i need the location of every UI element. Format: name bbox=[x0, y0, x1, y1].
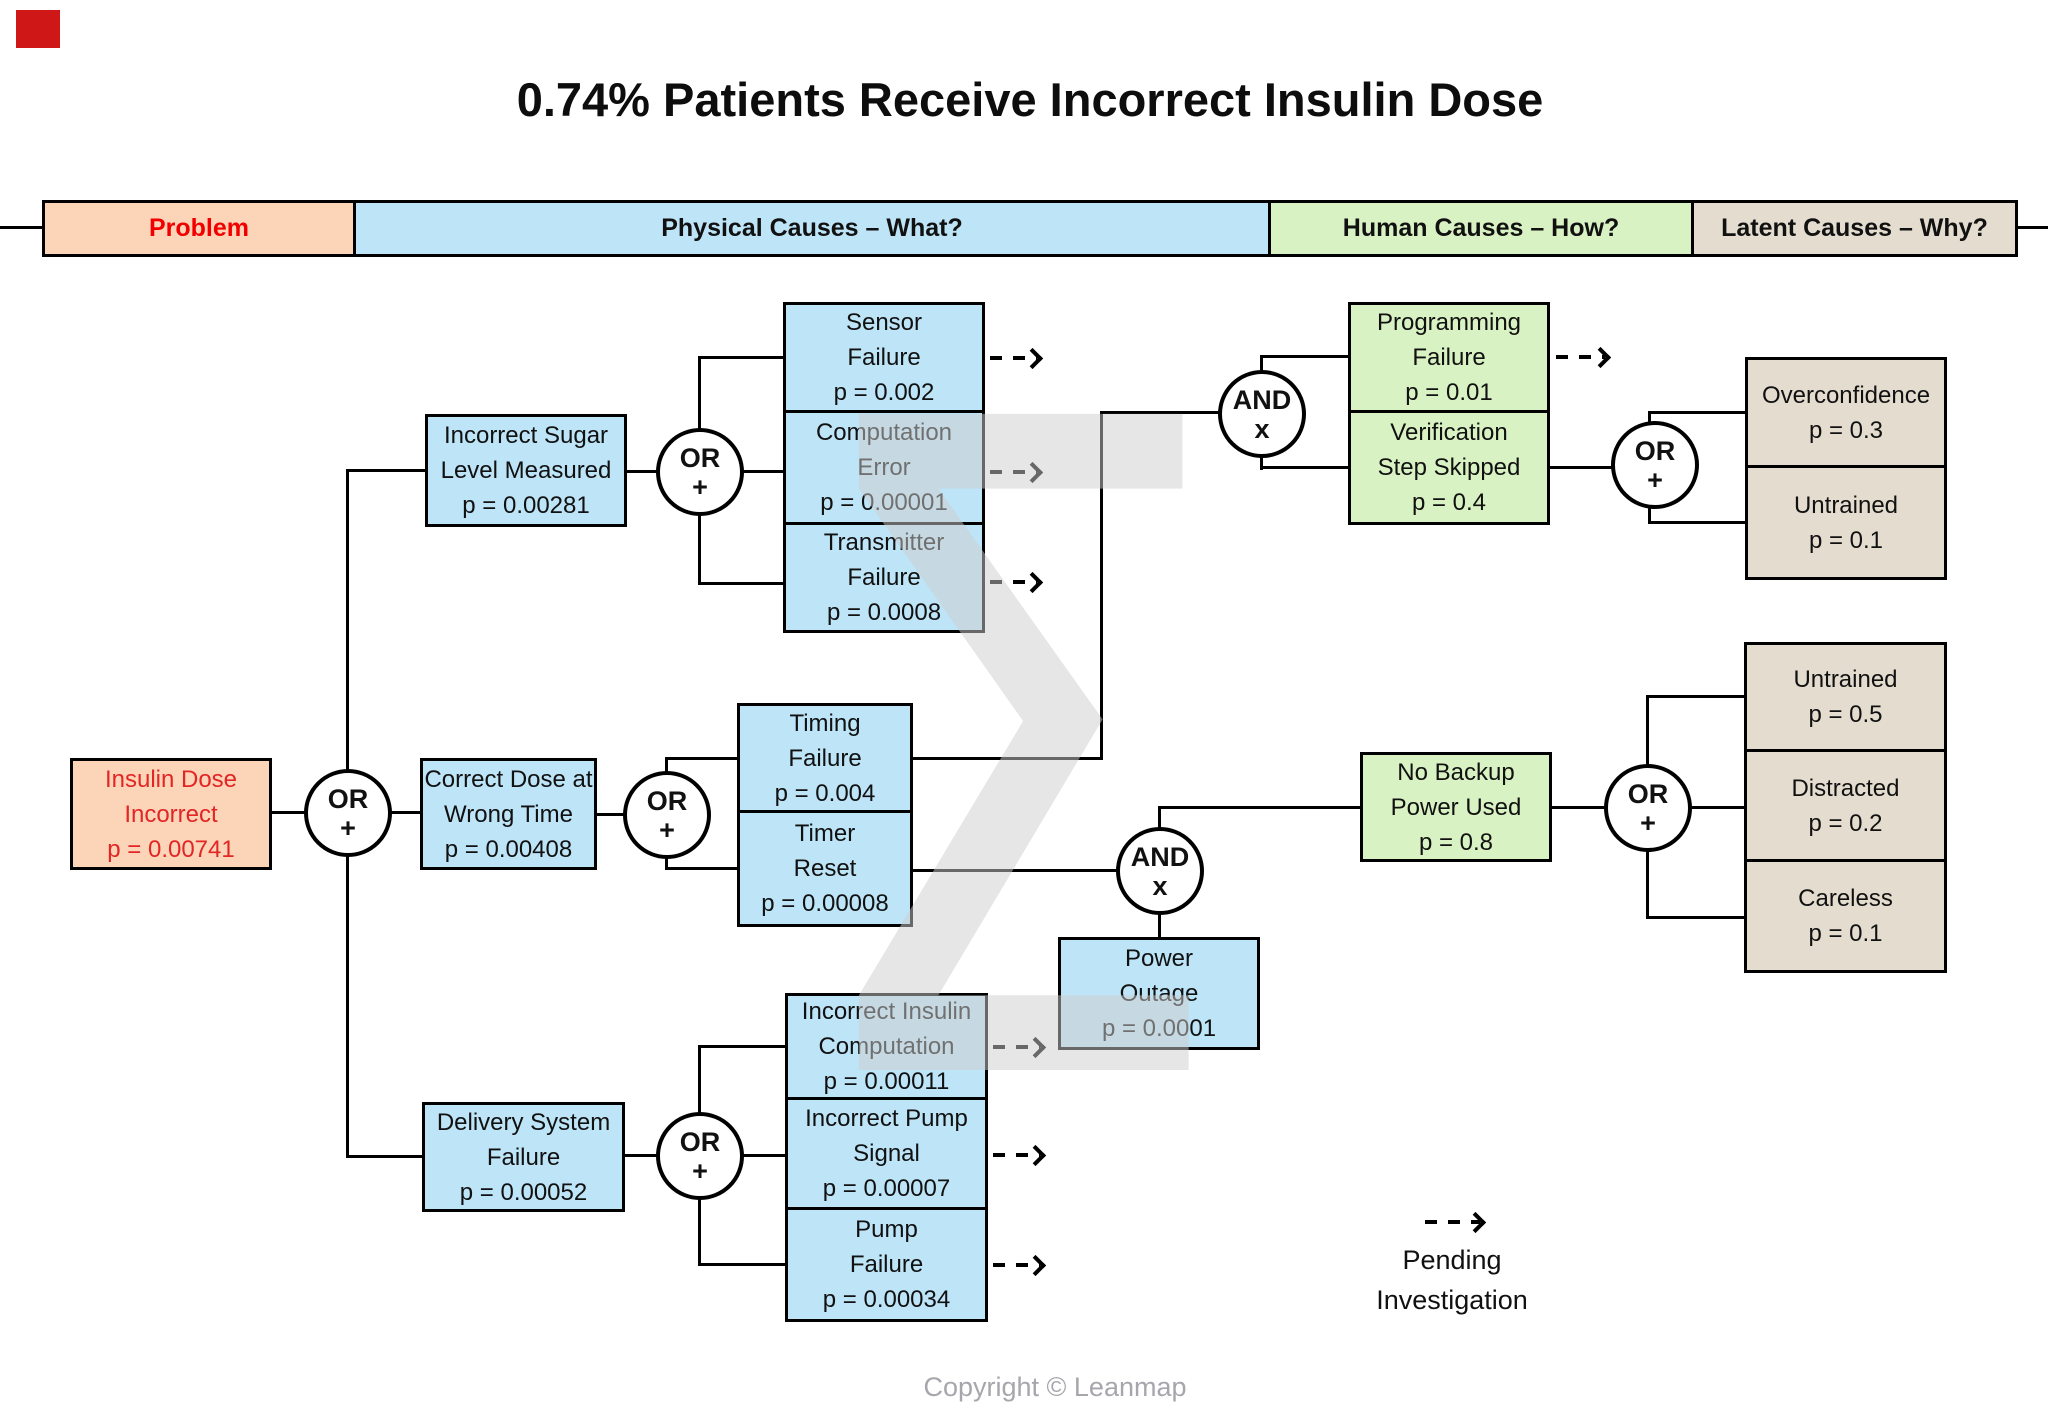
connector bbox=[742, 470, 783, 473]
header-physical-causes: Physical Causes – What? bbox=[356, 203, 1271, 254]
connector bbox=[625, 1154, 658, 1157]
node-untrained-top: Untrained p = 0.1 bbox=[1745, 465, 1947, 580]
node-computation-error: Computation Error p = 0.00001 bbox=[783, 410, 985, 525]
node-power-outage: Power Outage p = 0.0001 bbox=[1058, 937, 1260, 1050]
connector bbox=[390, 811, 420, 814]
connector bbox=[698, 358, 701, 430]
connector bbox=[698, 1198, 701, 1266]
legend-pending-arrow-icon bbox=[1425, 1211, 1487, 1233]
or-gate-delivery: OR + bbox=[656, 1112, 744, 1200]
pending-arrow-icon bbox=[993, 1254, 1047, 1276]
node-insulin-dose-incorrect: Insulin Dose Incorrect p = 0.00741 bbox=[70, 758, 272, 870]
and-gate-power: AND x bbox=[1116, 827, 1204, 915]
connector bbox=[1646, 695, 1649, 766]
connector bbox=[1646, 695, 1744, 698]
connector bbox=[1648, 521, 1745, 524]
connector bbox=[346, 855, 349, 1157]
connector bbox=[1646, 850, 1649, 919]
connector bbox=[272, 811, 308, 814]
connector bbox=[698, 582, 783, 585]
connector bbox=[698, 514, 701, 584]
connector bbox=[1648, 411, 1745, 414]
connector bbox=[1158, 913, 1161, 937]
pending-arrow-icon bbox=[993, 1144, 1047, 1166]
pending-arrow-icon bbox=[990, 347, 1044, 369]
connector bbox=[1648, 507, 1651, 523]
connector bbox=[1100, 413, 1103, 760]
pending-arrow-icon bbox=[990, 571, 1044, 593]
connector bbox=[1550, 466, 1613, 469]
node-untrained-mid: Untrained p = 0.5 bbox=[1744, 642, 1947, 752]
or-gate-human: OR + bbox=[1611, 421, 1699, 509]
connector bbox=[346, 470, 349, 771]
copyright-text: Copyright © Leanmap bbox=[923, 1372, 1187, 1402]
connector bbox=[1648, 411, 1651, 423]
header-left-line bbox=[0, 226, 42, 229]
node-sensor-failure: Sensor Failure p = 0.002 bbox=[783, 302, 985, 413]
connector bbox=[1260, 456, 1263, 470]
pending-arrow-icon bbox=[990, 461, 1044, 483]
node-overconfidence: Overconfidence p = 0.3 bbox=[1745, 357, 1947, 468]
connector bbox=[665, 867, 737, 870]
node-verification-step-skipped: Verification Step Skipped p = 0.4 bbox=[1348, 410, 1550, 525]
header-problem: Problem bbox=[45, 203, 356, 254]
node-programming-failure: Programming Failure p = 0.01 bbox=[1348, 302, 1550, 413]
connector bbox=[1260, 357, 1263, 372]
category-header: Problem Physical Causes – What? Human Ca… bbox=[42, 200, 2018, 257]
node-pump-failure: Pump Failure p = 0.00034 bbox=[785, 1207, 988, 1322]
connector bbox=[346, 1155, 422, 1158]
node-careless: Careless p = 0.1 bbox=[1744, 859, 1947, 973]
connector bbox=[913, 757, 1103, 760]
node-incorrect-insulin-computation: Incorrect Insulin Computation p = 0.0001… bbox=[785, 993, 988, 1100]
node-timing-failure: Timing Failure p = 0.004 bbox=[737, 703, 913, 813]
or-gate-latent: OR + bbox=[1604, 764, 1692, 852]
or-gate-root: OR + bbox=[304, 769, 392, 857]
and-gate-top: AND x bbox=[1218, 370, 1306, 458]
node-timer-reset: Timer Reset p = 0.00008 bbox=[737, 810, 913, 927]
connector bbox=[698, 356, 783, 359]
connector bbox=[1646, 916, 1744, 919]
node-distracted: Distracted p = 0.2 bbox=[1744, 749, 1947, 862]
page-title: 0.74% Patients Receive Incorrect Insulin… bbox=[516, 73, 1544, 126]
legend-pending-investigation: Pending Investigation bbox=[1376, 1245, 1528, 1315]
connector bbox=[1158, 806, 1360, 809]
connector bbox=[665, 855, 668, 869]
connector bbox=[597, 813, 625, 816]
node-delivery-system-failure: Delivery System Failure p = 0.00052 bbox=[422, 1102, 625, 1212]
connector bbox=[742, 1154, 785, 1157]
connector bbox=[1158, 806, 1161, 829]
connector bbox=[1100, 411, 1220, 414]
pending-arrow-icon bbox=[993, 1036, 1047, 1058]
connector bbox=[913, 869, 1118, 872]
connector bbox=[346, 469, 425, 472]
red-corner-marker bbox=[16, 10, 60, 48]
node-incorrect-pump-signal: Incorrect Pump Signal p = 0.00007 bbox=[785, 1097, 988, 1210]
or-gate-sugar: OR + bbox=[656, 428, 744, 516]
header-human-causes: Human Causes – How? bbox=[1271, 203, 1694, 254]
connector bbox=[665, 757, 737, 760]
connector bbox=[1260, 355, 1348, 358]
connector bbox=[665, 757, 668, 773]
header-latent-causes: Latent Causes – Why? bbox=[1694, 203, 2015, 254]
or-gate-timing: OR + bbox=[623, 771, 711, 859]
connector bbox=[1260, 466, 1348, 469]
pending-arrow-icon bbox=[1556, 346, 1612, 368]
connector bbox=[698, 1045, 701, 1114]
node-transmitter-failure: Transmitter Failure p = 0.0008 bbox=[783, 522, 985, 633]
connector bbox=[698, 1045, 785, 1048]
connector bbox=[627, 470, 658, 473]
connector bbox=[1690, 806, 1744, 809]
node-incorrect-sugar-level: Incorrect Sugar Level Measured p = 0.002… bbox=[425, 414, 627, 527]
node-no-backup-power: No Backup Power Used p = 0.8 bbox=[1360, 752, 1552, 862]
node-correct-dose-wrong-time: Correct Dose at Wrong Time p = 0.00408 bbox=[420, 758, 597, 870]
connector bbox=[1552, 806, 1606, 809]
connector bbox=[698, 1263, 785, 1266]
header-right-line bbox=[2018, 226, 2048, 229]
